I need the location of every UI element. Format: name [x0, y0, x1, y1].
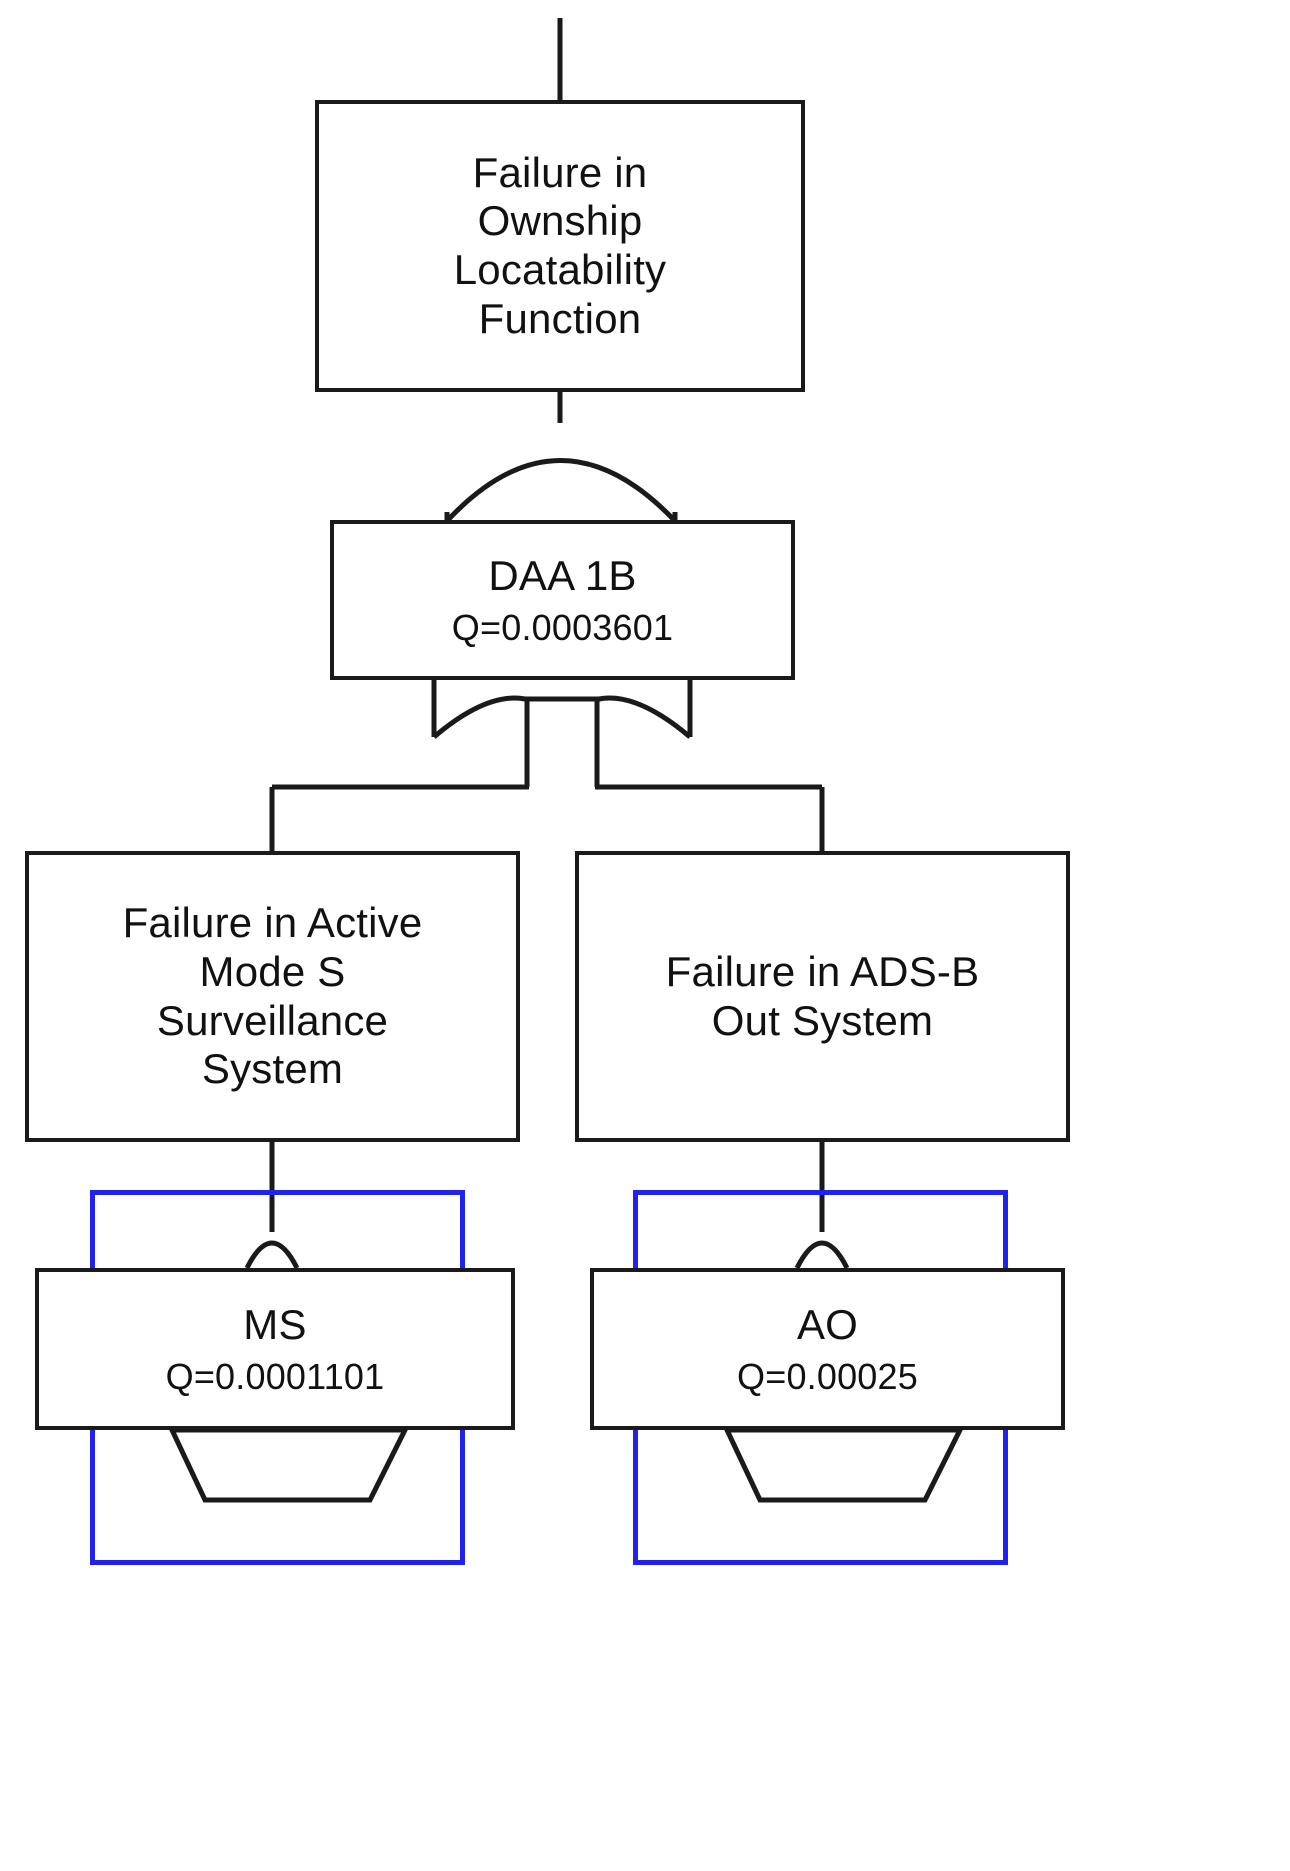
node-daa-1b-q: Q=0.0003601 — [451, 606, 674, 648]
daa-gate-arc-left — [432, 695, 526, 739]
node-basic-ao[interactable]: AO Q=0.00025 — [590, 1268, 1065, 1430]
node-daa-1b-label: DAA 1B — [488, 551, 637, 599]
or-gate-ms-arc — [244, 1240, 300, 1270]
transfer-trapezoid-ms — [168, 1427, 410, 1503]
node-ads-b-out-label: Failure in ADS-B Out System — [665, 947, 980, 1044]
node-basic-ms-q: Q=0.0001101 — [165, 1355, 385, 1397]
transfer-trapezoid-ao — [723, 1427, 965, 1503]
daa-gate-arc-right — [598, 695, 692, 739]
node-basic-ms[interactable]: MS Q=0.0001101 — [35, 1268, 515, 1430]
node-basic-ao-label: AO — [796, 1300, 859, 1348]
or-gate-ao-arc — [794, 1240, 850, 1270]
node-daa-1b[interactable]: DAA 1B Q=0.0003601 — [330, 520, 795, 680]
node-top-event-label: Failure in Ownship Locatability Function — [453, 148, 667, 342]
node-active-mode-s[interactable]: Failure in Active Mode S Surveillance Sy… — [25, 851, 520, 1142]
node-ads-b-out[interactable]: Failure in ADS-B Out System — [575, 851, 1070, 1142]
or-gate-top-arc — [445, 458, 677, 523]
node-basic-ms-label: MS — [243, 1300, 307, 1348]
node-active-mode-s-label: Failure in Active Mode S Surveillance Sy… — [122, 899, 423, 1093]
node-top-event[interactable]: Failure in Ownship Locatability Function — [315, 100, 805, 392]
node-basic-ao-q: Q=0.00025 — [737, 1355, 918, 1397]
